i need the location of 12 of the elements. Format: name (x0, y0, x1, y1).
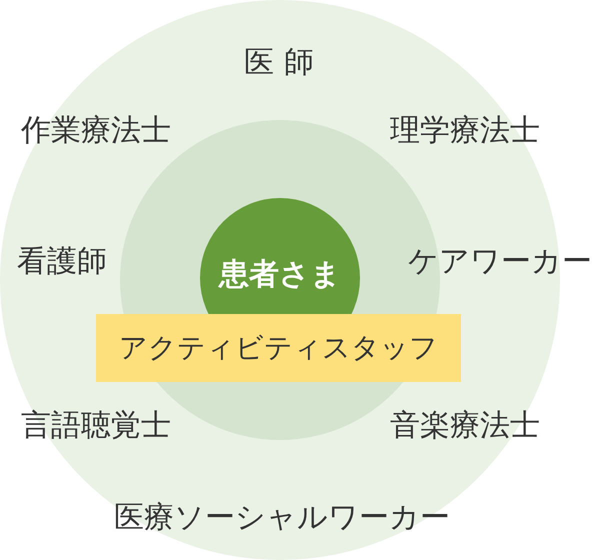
role-label: 言語聴覚士 (21, 408, 171, 444)
highlight-bar (96, 314, 461, 382)
role-label: 医療ソーシャルワーカー (114, 500, 450, 536)
role-label: 音楽療法士 (390, 408, 540, 444)
role-label: 作業療法士 (21, 114, 171, 148)
bar-label: アクティビティスタッフ (119, 332, 438, 364)
role-label: 看護師 (17, 244, 107, 280)
role-label: 理学療法士 (390, 114, 540, 148)
node-label: 患者さま (219, 258, 341, 292)
role-label: 医 師 (244, 46, 314, 80)
role-label: ケアワーカー (408, 244, 592, 280)
outer-circle (0, 0, 560, 560)
